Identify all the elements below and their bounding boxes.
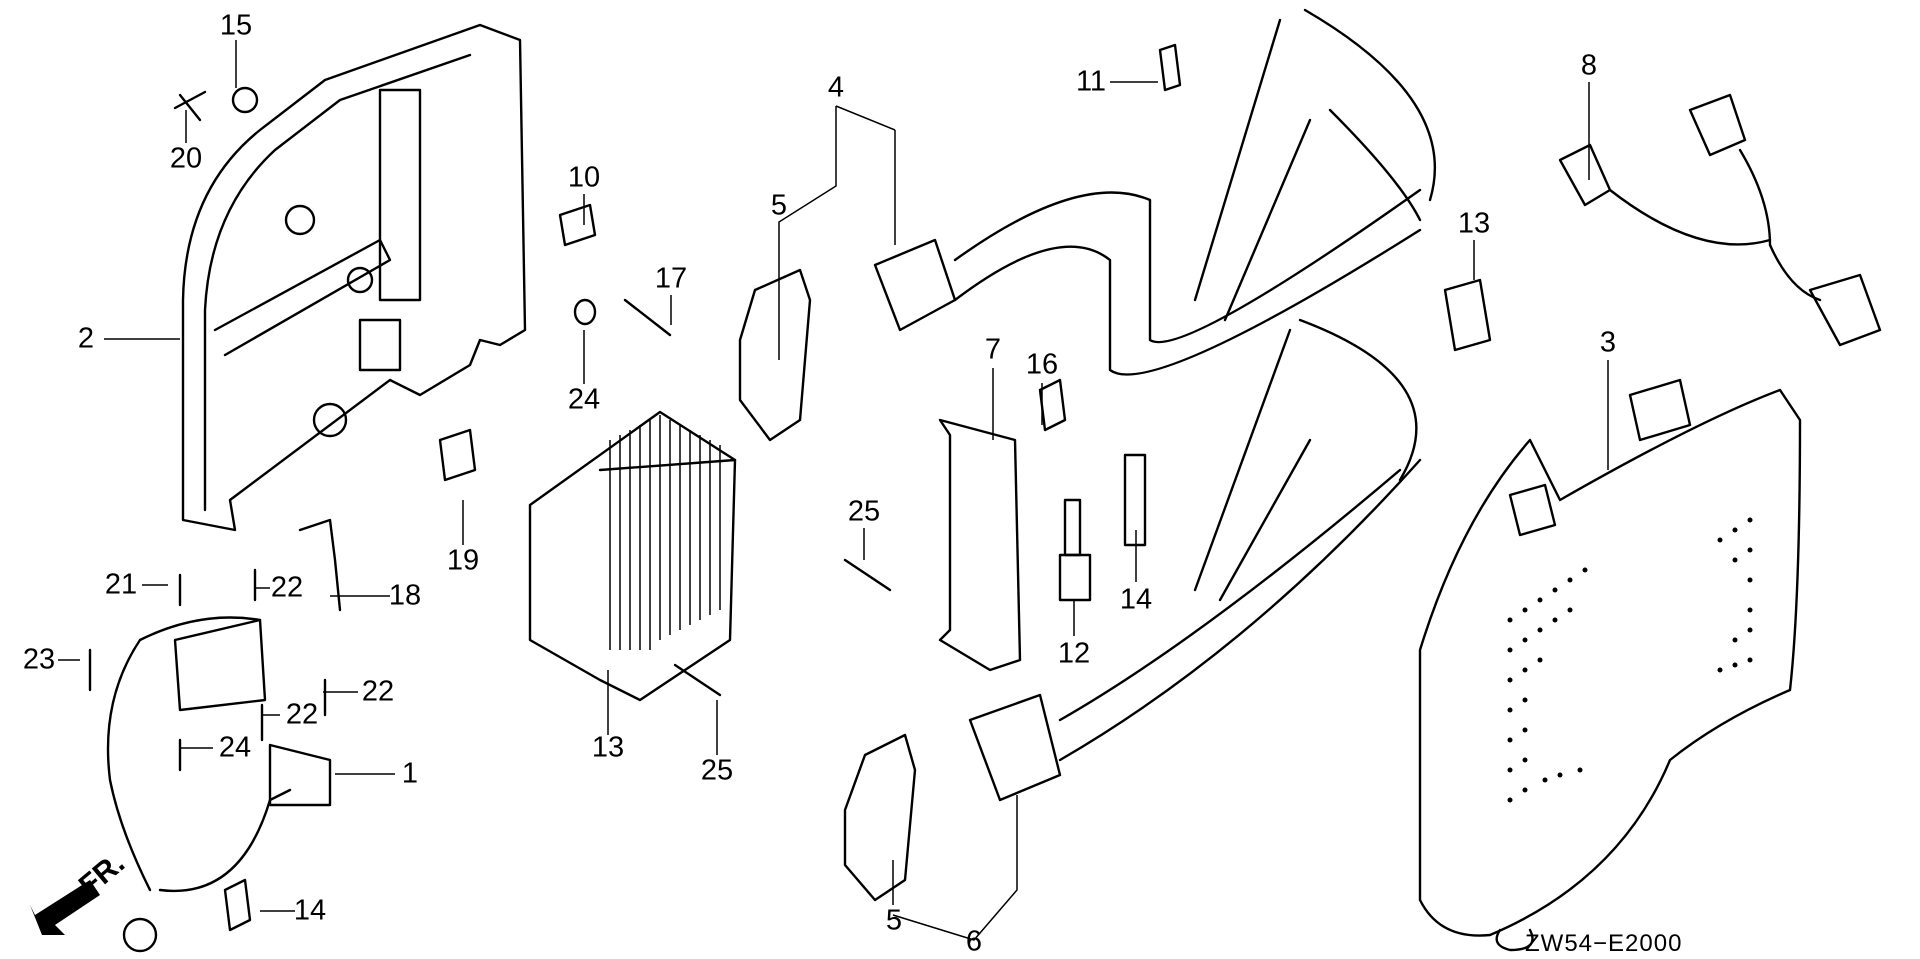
part-13-cord-holder [1123, 453, 1147, 547]
callout-3: 3 [1599, 326, 1617, 359]
callout-6: 6 [965, 925, 983, 958]
callout-13: 14 [1119, 583, 1153, 616]
callout-17: 16 [1025, 348, 1059, 381]
callout-25-upper: 25 [847, 495, 881, 528]
callout-5-lower: 5 [885, 904, 903, 937]
callout-8: 8 [1580, 49, 1598, 82]
callout-21: 20 [169, 142, 203, 175]
part-1-harness [106, 616, 332, 953]
callout-23: 24 [567, 383, 601, 416]
callout-10: 11 [1075, 65, 1107, 98]
callout-20: 19 [446, 544, 480, 577]
callout-22-c: 22 [361, 675, 395, 708]
callout-9: 10 [567, 161, 601, 194]
part-12-clamp [1443, 278, 1492, 352]
callout-7: 7 [984, 333, 1002, 366]
callout-18: 17 [654, 262, 688, 295]
callout-16: 15 [219, 9, 253, 42]
callout-22-d: 22 [285, 698, 319, 731]
leader-lines [58, 40, 1609, 941]
fasteners [88, 43, 1182, 932]
part-4-ignition-coil-upper [873, 8, 1437, 376]
vent-holes [1507, 517, 1753, 803]
part-2-panel-frame [181, 23, 527, 532]
part-7-bracket [938, 418, 1022, 672]
callout-24-b: 24 [218, 731, 252, 764]
part-5-coil-cap-lower [843, 733, 917, 902]
callout-22-a: 21 [104, 568, 138, 601]
callout-12: 13 [1457, 207, 1491, 240]
callout-25-lower: 25 [700, 754, 734, 787]
callout-15: 14 [293, 894, 327, 927]
callout-24-a: 23 [22, 643, 56, 676]
callout-1: 1 [401, 757, 419, 790]
callout-14: 13 [591, 731, 625, 764]
callout-22-b: 22 [270, 571, 304, 604]
diagram-code: ZW54−E2000 [1525, 930, 1683, 957]
callout-11: 12 [1057, 637, 1091, 670]
callout-5-upper: 5 [770, 189, 788, 222]
part-11-cord-holder [1058, 498, 1092, 602]
part-8-sub-harness [1558, 93, 1882, 347]
callout-2: 2 [77, 322, 95, 355]
part-3-cover [1418, 378, 1802, 952]
callout-4: 4 [827, 71, 845, 104]
callout-19: 18 [388, 579, 422, 612]
part-14-control-module [528, 410, 737, 702]
part-6-ignition-coil-lower [968, 318, 1422, 802]
front-arrow-icon [30, 880, 100, 935]
part-5-coil-cap-upper [738, 268, 812, 442]
